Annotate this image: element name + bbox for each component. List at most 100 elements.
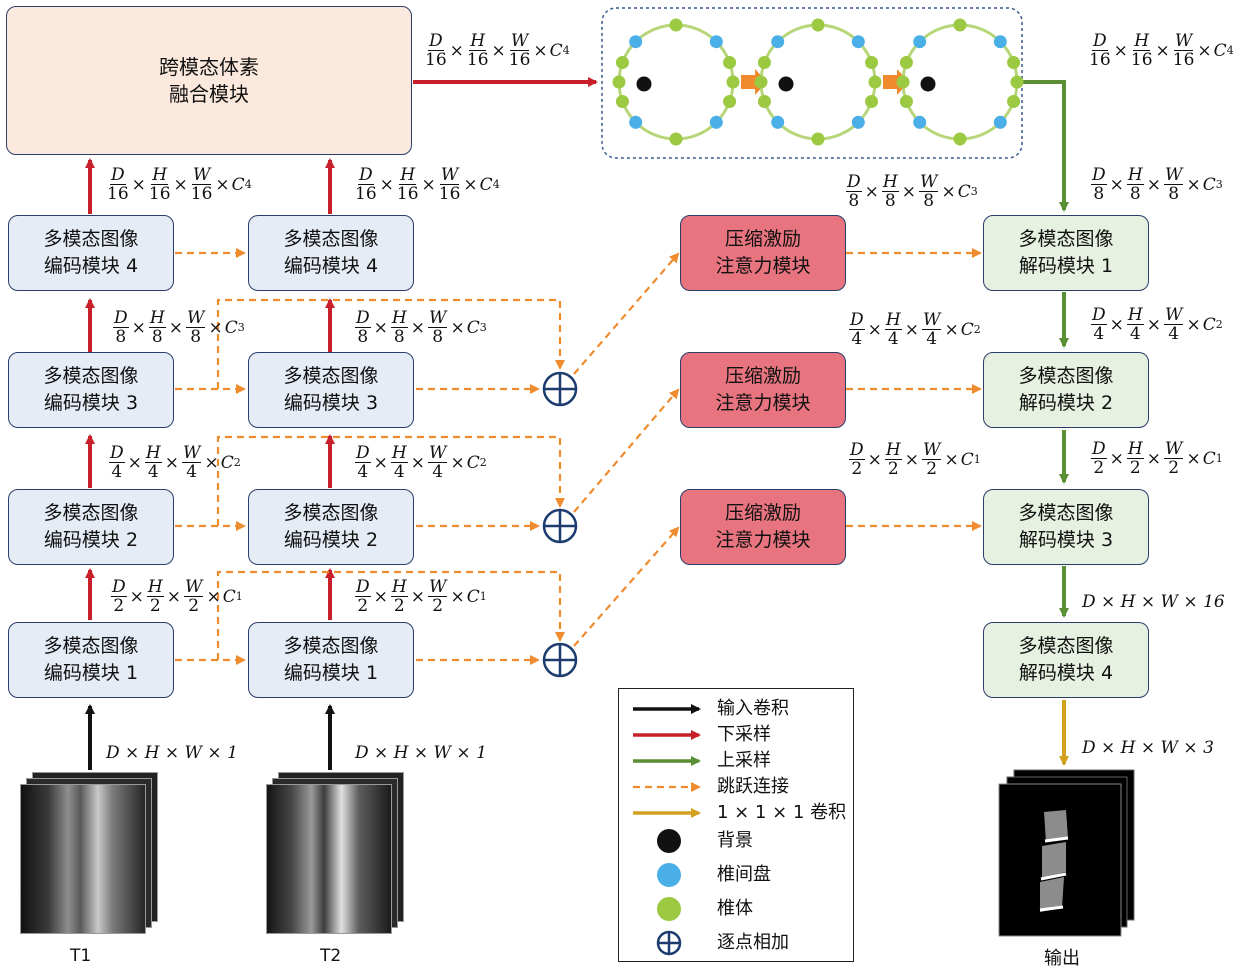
decoder-line1: 多模态图像 [1018,363,1113,390]
vertebra-node [616,95,629,108]
vertebra-node [1007,95,1020,108]
disc-node-icon [657,863,681,887]
t1-mri-image [20,784,146,934]
se-line1: 压缩激励 [725,500,801,527]
pointwise-add-node [544,510,576,542]
se-attention-module-1: 压缩激励 注意力模块 [680,215,846,291]
background-node [779,77,794,92]
input-label-t1: T1 [70,946,91,966]
encoder-line1: 多模态图像 [283,633,378,660]
disc-node [771,35,784,48]
vertebra-node [954,133,967,146]
output-volume [999,770,1134,936]
disc-node [629,35,642,48]
encoder-col2-4: 多模态图像 编码模块 4 [248,215,414,291]
legend-label: 1 × 1 × 1 卷积 [717,800,846,826]
vertebra-node [869,76,882,89]
encoder-line1: 多模态图像 [43,500,138,527]
vertebra-node [897,76,910,89]
legend-label: 下采样 [717,722,771,748]
encoder-line1: 多模态图像 [283,226,378,253]
encoder-line1: 多模态图像 [43,633,138,660]
se-attention-module-3: 压缩激励 注意力模块 [680,489,846,565]
encoder-line2: 编码模块 2 [44,527,138,554]
encoder-line2: 编码模块 1 [284,660,378,687]
vertebra-node [616,56,629,69]
encoder-col2-3: 多模态图像 编码模块 3 [248,352,414,428]
decoder-1: 多模态图像 解码模块 1 [983,215,1149,291]
legend-label: 输入卷积 [717,696,789,722]
cross-modal-voxel-fusion-module: 跨模态体素 融合模块 [6,6,412,155]
se-line2: 注意力模块 [715,527,810,554]
vertebra-node [723,95,736,108]
background-node [637,77,652,92]
encoder-col2-2: 多模态图像 编码模块 2 [248,489,414,565]
encoder-col1-3: 多模态图像 编码模块 3 [8,352,174,428]
disc-node [852,35,865,48]
background-node [921,77,936,92]
dim-label-input-t2: D × H × W × 1 [355,743,487,763]
decoder-line2: 解码模块 4 [1019,660,1113,687]
dim-label-input-t1: D × H × W × 1 [106,743,238,763]
encoder-line2: 编码模块 3 [44,390,138,417]
encoder-line2: 编码模块 3 [284,390,378,417]
background-node-icon [657,829,681,853]
se-line2: 注意力模块 [715,253,810,280]
dim-label-output: D × H × W × 3 [1082,738,1214,758]
vertebra-node [613,76,626,89]
disc-node [913,116,926,129]
fusion-line1: 跨模态体素 [159,54,259,81]
vertebra-node [758,56,771,69]
se-line1: 压缩激励 [725,226,801,253]
decoder-line1: 多模态图像 [1018,226,1113,253]
disc-node [771,116,784,129]
vertebra-node [755,76,768,89]
encoder-line2: 编码模块 4 [44,253,138,280]
decoder-4: 多模态图像 解码模块 4 [983,622,1149,698]
legend-label: 上采样 [717,748,771,774]
se-attention-module-2: 压缩激励 注意力模块 [680,352,846,428]
legend: 输入卷积 下采样 上采样 跳跃连接 1 × 1 × 1 卷积 背景 椎间盘 椎体… [618,688,854,962]
vertebra-node [1011,76,1024,89]
disc-node [994,116,1007,129]
se-line2: 注意力模块 [715,390,810,417]
encoder-line1: 多模态图像 [43,226,138,253]
encoder-line2: 编码模块 4 [284,253,378,280]
decoder-line1: 多模态图像 [1018,500,1113,527]
fusion-line2: 融合模块 [169,81,249,108]
vertebra-node [865,56,878,69]
decoder-line1: 多模态图像 [1018,633,1113,660]
disc-node [710,116,723,129]
encoder-line1: 多模态图像 [43,363,138,390]
encoder-line1: 多模态图像 [283,500,378,527]
disc-node [710,35,723,48]
disc-node [913,35,926,48]
legend-label: 椎间盘 [717,862,771,888]
t2-mri-stack [266,772,406,937]
encoder-col2-1: 多模态图像 编码模块 1 [248,622,414,698]
vertebra-node [670,133,683,146]
encoder-col1-2: 多模态图像 编码模块 2 [8,489,174,565]
disc-node [629,116,642,129]
vertebra-node [812,133,825,146]
pointwise-add-node [544,373,576,405]
decoder-2: 多模态图像 解码模块 2 [983,352,1149,428]
encoder-col1-4: 多模态图像 编码模块 4 [8,215,174,291]
decoder-line2: 解码模块 3 [1019,527,1113,554]
vertebra-node [758,95,771,108]
decoder-line2: 解码模块 1 [1019,253,1113,280]
se-line1: 压缩激励 [725,363,801,390]
pointwise-add-icon [658,932,680,954]
